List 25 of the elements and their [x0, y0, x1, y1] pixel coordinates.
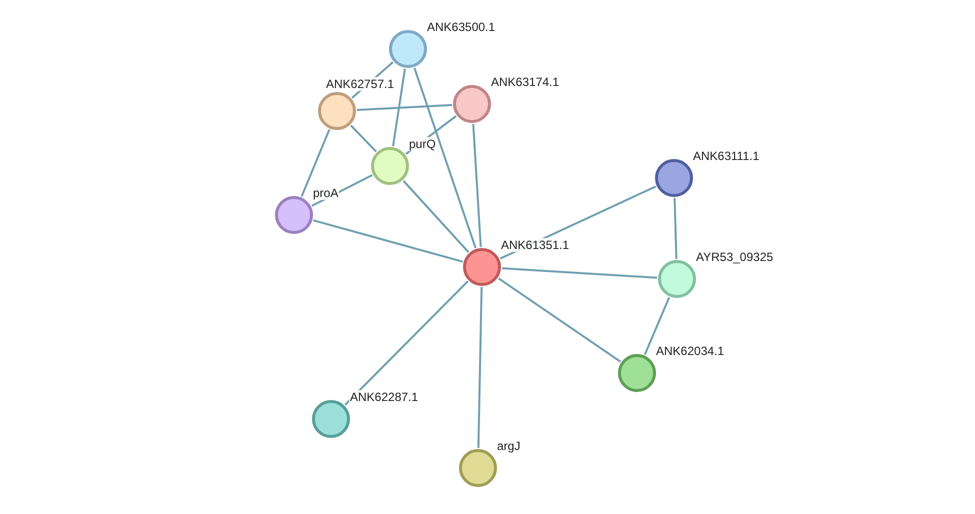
node-label: ANK62034.1	[655, 344, 726, 358]
edge-line	[413, 68, 477, 248]
edge-line	[392, 68, 406, 146]
edge-line	[674, 198, 678, 260]
node-label: ANK61351.1	[500, 238, 570, 252]
node-label: ANK62757.1	[325, 77, 396, 91]
node-label: purQ	[408, 137, 437, 151]
edge-line	[502, 267, 658, 279]
node-label: AYR53_09325	[695, 250, 774, 264]
edge-line	[344, 280, 469, 406]
edge-line	[644, 297, 670, 355]
edge-line	[402, 180, 470, 253]
edge-line	[313, 219, 463, 263]
node-label: ANK63174.1	[490, 75, 560, 89]
node-label: ANK63111.1	[692, 149, 760, 163]
node-label: ANK62287.1	[349, 390, 420, 404]
node-label: proA	[312, 186, 340, 200]
edge-line	[472, 124, 482, 248]
edge-line	[498, 277, 622, 363]
node-label: ANK63500.1	[426, 20, 496, 34]
edge-line	[477, 286, 483, 448]
edge-line	[350, 124, 377, 152]
edge-line	[300, 129, 330, 197]
edge-line	[356, 104, 452, 111]
node-label: argJ	[496, 439, 522, 453]
